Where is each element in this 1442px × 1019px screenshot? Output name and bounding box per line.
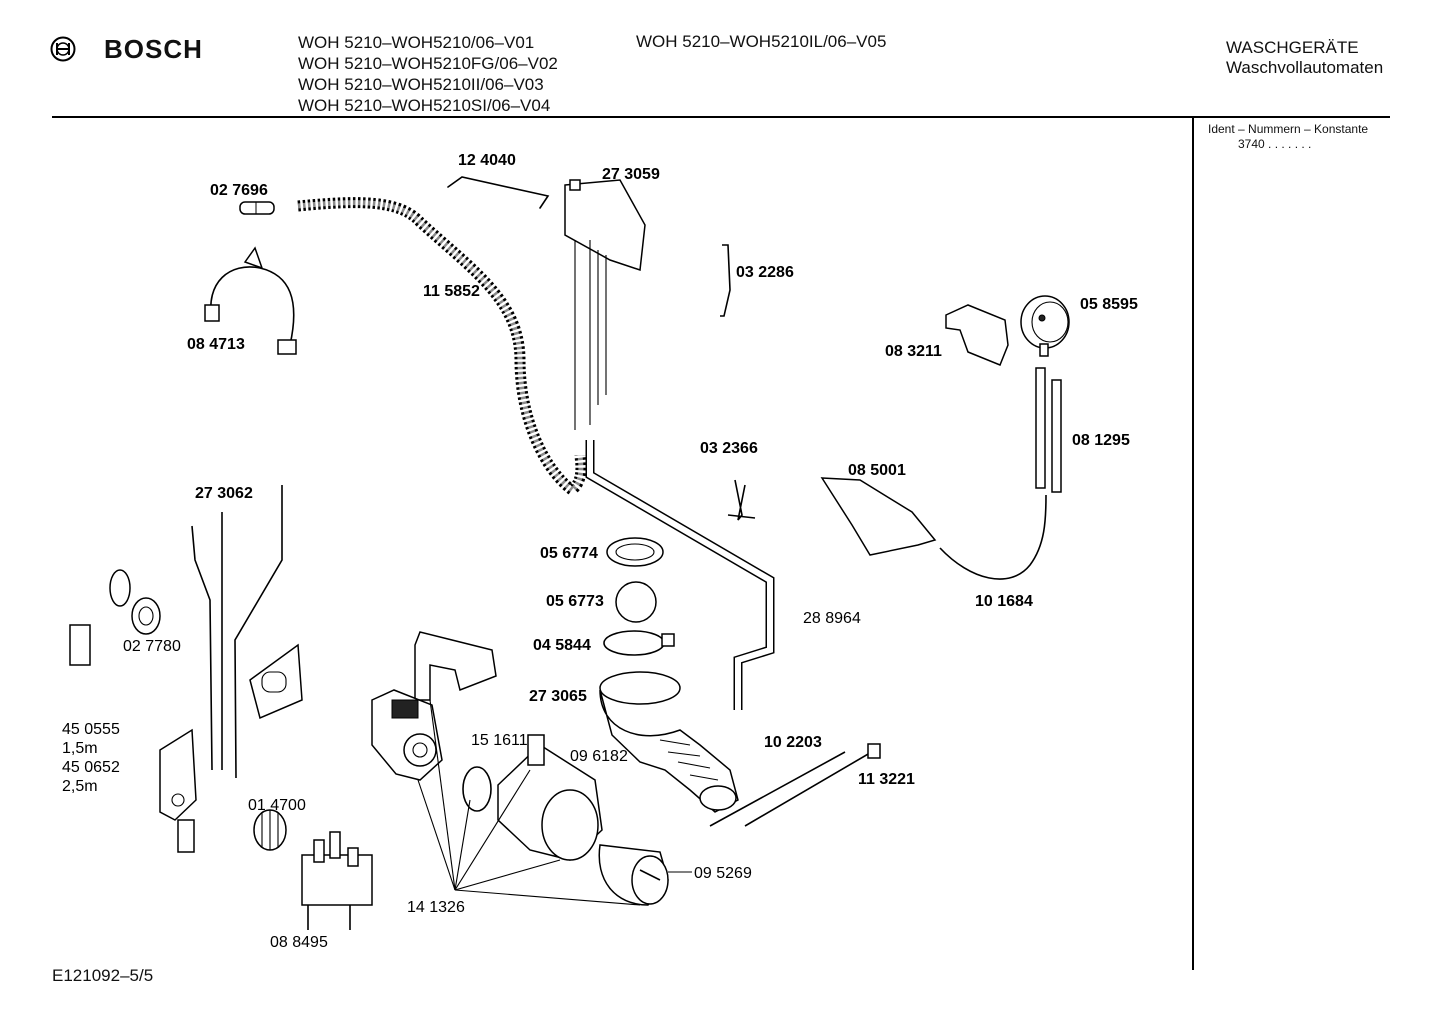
part-number-label: 08 3211 [885, 343, 942, 360]
screw-part [867, 743, 881, 759]
clip-part [727, 479, 756, 521]
drain-elbow-hose-part [69, 563, 131, 700]
solenoid-valve-part [301, 831, 373, 930]
part-number-label: 03 2366 [700, 440, 758, 457]
rod-thin-part [744, 749, 876, 827]
switch-bracket-part [945, 304, 1009, 366]
pump-housing-part [497, 734, 603, 861]
part-number-label: 05 8595 [1080, 296, 1138, 313]
sidebar-divider [1192, 118, 1194, 970]
drawing-code: E121092–5/5 [52, 966, 154, 985]
seal-ring-part [606, 537, 664, 567]
sump-bellows-part [599, 671, 739, 813]
model-line: WOH 5210–WOH5210II/06–V03 [298, 75, 544, 94]
pressure-switch-part [1020, 295, 1070, 357]
hose-length-label: 1,5m [62, 740, 98, 757]
part-number-label: 02 7696 [210, 182, 268, 199]
part-number-label: 11 5852 [423, 283, 480, 300]
hose-length-label: 2,5m [62, 778, 98, 795]
brand-name: BOSCH [104, 34, 203, 64]
part-number-label: 10 2203 [764, 734, 822, 751]
pipe-clamp-part [204, 246, 297, 355]
strainer-part [253, 809, 287, 851]
model-line-extra: WOH 5210–WOH5210IL/06–V05 [636, 32, 887, 51]
inlet-housing-part [564, 179, 646, 430]
leader-lines [417, 699, 692, 906]
model-line: WOH 5210–WOH5210FG/06–V02 [298, 54, 558, 73]
drain-hose [585, 440, 775, 710]
part-number-label: 12 4040 [458, 152, 516, 169]
part-number-label: 28 8964 [803, 610, 861, 627]
o-ring-part [462, 766, 492, 812]
category-line1: WASCHGERÄTE [1226, 38, 1359, 57]
pressure-hose-part [1035, 367, 1062, 493]
part-number-label: 05 6774 [540, 545, 598, 562]
hose-clamp-part [603, 630, 675, 656]
category-line2: Waschvollautomaten [1226, 58, 1384, 77]
part-number-label: 27 3059 [602, 166, 660, 183]
rod-long-part [709, 751, 846, 827]
hose-loop-part [939, 494, 1047, 580]
mounting-plate-part [159, 728, 197, 853]
tube-set-part [191, 485, 283, 779]
part-number-label: 09 6182 [570, 748, 628, 765]
tube-bracket-part [249, 643, 303, 720]
ident-value: 3740 . . . . . . . [1238, 137, 1312, 151]
ball-valve-part [615, 581, 657, 623]
model-line: WOH 5210–WOH5210SI/06–V04 [298, 96, 551, 115]
bracket-part [720, 244, 731, 317]
part-number-label: 45 0555 [62, 721, 120, 738]
part-number-label: 05 6773 [546, 593, 604, 610]
part-number-label: 03 2286 [736, 264, 794, 281]
part-number-label: 14 1326 [407, 899, 465, 916]
pump-cover-part [414, 631, 497, 701]
nut-part [131, 597, 161, 635]
part-number-label: 27 3065 [529, 688, 587, 705]
part-number-label: 08 1295 [1072, 432, 1130, 449]
bosch-logo-icon [50, 36, 76, 62]
rod-part [447, 176, 550, 209]
connector-part [239, 201, 275, 215]
ident-label: Ident – Nummern – Konstante [1208, 122, 1369, 136]
header-divider [52, 116, 1390, 118]
part-number-label: 04 5844 [533, 637, 591, 654]
part-number-label: 08 8495 [270, 934, 328, 951]
model-list: WOH 5210–WOH5210/06–V01 WOH 5210–WOH5210… [298, 32, 558, 116]
part-number-label: 10 1684 [975, 593, 1033, 610]
part-number-label: 09 5269 [694, 865, 752, 882]
drain-pump-part [371, 689, 443, 781]
part-number-label: 11 3221 [858, 771, 915, 788]
part-number-label: 01 4700 [248, 797, 306, 814]
ident-block: Ident – Nummern – Konstante 3740 . . . .… [1208, 122, 1368, 152]
model-line: WOH 5210–WOH5210/06–V01 [298, 33, 535, 52]
exploded-parts-diagram: 12 4040 27 3059 02 7696 03 2286 11 5852 … [62, 152, 1138, 951]
category: WASCHGERÄTE Waschvollautomaten [1226, 38, 1383, 78]
part-number-label: 27 3062 [195, 485, 253, 502]
part-number-label: 08 5001 [848, 462, 906, 479]
part-number-label: 15 1611 [471, 732, 528, 749]
part-number-label: 02 7780 [123, 638, 181, 655]
mount-bracket-part [820, 477, 937, 556]
part-number-label: 08 4713 [187, 336, 245, 353]
filter-part [598, 844, 669, 906]
part-number-label: 45 0652 [62, 759, 120, 776]
